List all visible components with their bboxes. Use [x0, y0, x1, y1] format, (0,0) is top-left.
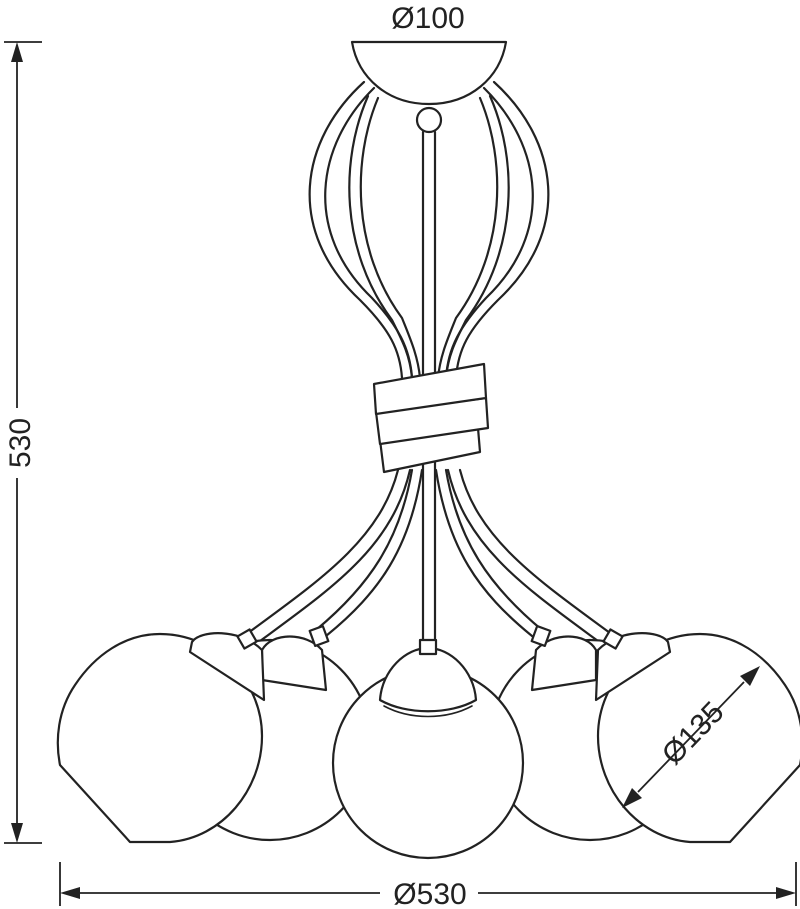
globe-left-outer — [56, 628, 266, 844]
width-label: Ø530 — [393, 878, 466, 909]
upper-arms — [308, 80, 550, 380]
lower-arms — [242, 468, 616, 646]
canopy-diameter-label: Ø100 — [391, 2, 464, 35]
width-dimension: Ø530 — [59, 862, 797, 909]
height-label: 530 — [4, 418, 37, 468]
globe-right-outer — [594, 628, 800, 844]
clamp-band — [372, 362, 490, 474]
globe-center — [331, 638, 525, 860]
ceiling-canopy — [350, 40, 508, 106]
height-dimension: 530 — [0, 41, 42, 844]
